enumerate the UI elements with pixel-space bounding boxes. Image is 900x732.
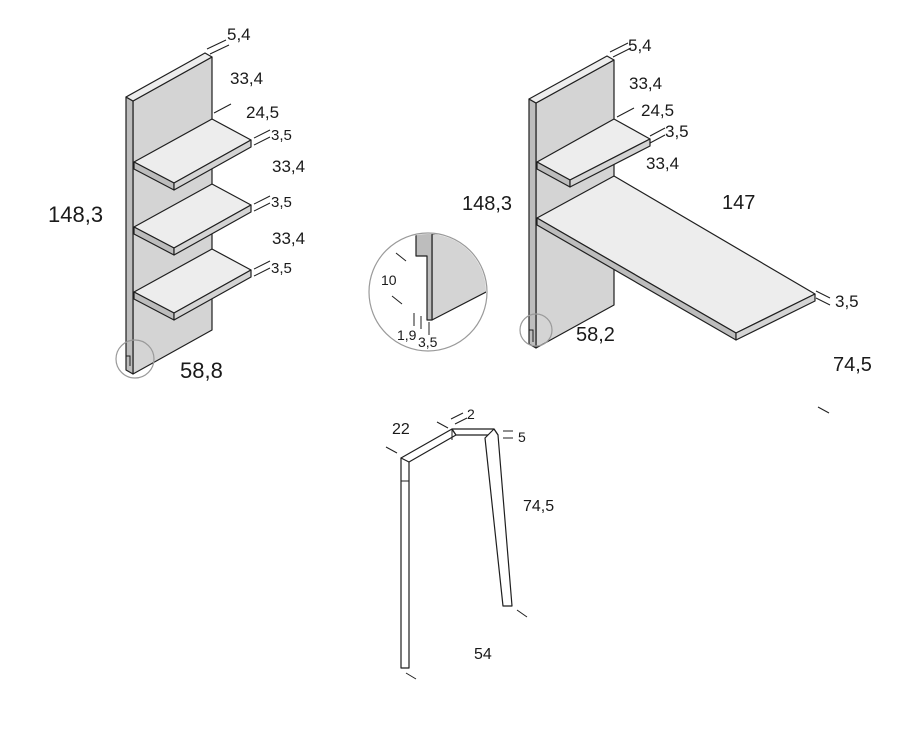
desk-label-height: 148,3 (462, 193, 512, 215)
detail-circle (368, 232, 488, 352)
detail-tick-top (395, 252, 407, 262)
tick-top-depth-a (206, 39, 227, 50)
desk-tick-floor (817, 406, 830, 414)
desk-label-shelf-depth: 24,5 (641, 101, 674, 120)
label-shelf-depth: 24,5 (246, 103, 279, 122)
leg-label-depth: 22 (392, 421, 410, 438)
desk-label-width: 58,2 (576, 324, 615, 346)
label-spacing-1: 33,4 (272, 157, 305, 176)
shelf-2-side (173, 204, 252, 256)
desk-label-top-spacing: 33,4 (629, 74, 662, 93)
shelf-unit-side-edge (125, 96, 134, 375)
detail-marker-circle (115, 339, 155, 379)
leg-right-post (484, 428, 513, 607)
desk-label-desk-height: 74,5 (833, 354, 872, 376)
label-shelf2-thickness: 3,5 (271, 194, 292, 211)
label-shelf3-thickness: 3,5 (271, 260, 292, 277)
desk-tick-shelf-b (649, 134, 666, 144)
leg-left-post (400, 457, 410, 669)
label-width: 58,8 (180, 358, 223, 383)
desk-detail-marker-circle (519, 313, 553, 347)
desk-label-shelf-thickness: 3,5 (665, 122, 689, 141)
label-height: 148,3 (48, 202, 103, 227)
shelf-3-side (173, 269, 252, 321)
detail-tick-bottom (391, 295, 403, 305)
desk-unit-notch (528, 316, 534, 342)
tick-shelf2-a (253, 195, 271, 205)
desk-unit-top-edge (528, 55, 615, 104)
desk-top-side (735, 293, 816, 341)
label-top-depth: 5,4 (227, 25, 251, 44)
detail-label-offset: 1,9 (397, 327, 417, 343)
label-spacing-2: 33,4 (272, 229, 305, 248)
tick-shelf1-a (253, 129, 271, 139)
leg-label-width: 54 (474, 646, 492, 663)
desk-tick-shelf-a (649, 127, 666, 137)
desk-tick-desk-b (815, 297, 831, 306)
detail-label-height: 10 (381, 272, 397, 288)
shelf-unit-top-edge (125, 52, 213, 102)
detail-label-thickness: 3,5 (418, 334, 438, 350)
tick-shelf2-b (253, 202, 271, 212)
leg-tick-depth (385, 446, 398, 454)
leg-label-thickness: 2 (467, 406, 475, 422)
leg-tick-thickness-b (450, 412, 464, 420)
desk-tick-desk-a (815, 290, 831, 299)
desk-unit-drawing: 5,4 33,4 24,5 3,5 33,4 148,3 147 3,5 58,… (462, 36, 872, 414)
shelf-1-side (173, 139, 252, 191)
leg-tick-thickness-c (454, 417, 468, 425)
desk-label-top-depth: 5,4 (628, 36, 652, 55)
label-top-spacing: 33,4 (230, 69, 263, 88)
desk-label-length: 147 (722, 192, 755, 214)
shelf-unit-drawing: 5,4 33,4 24,5 3,5 33,4 3,5 33,4 3,5 148,… (48, 25, 305, 383)
detail-drawing: 10 1,9 3,5 (368, 232, 488, 352)
tick-shelf3-b (253, 267, 271, 277)
shelf-unit-notch (125, 340, 131, 366)
desk-tick-shelf-depth (616, 107, 635, 118)
detail-panel-edge (415, 234, 433, 321)
desk-label-desk-thickness: 3,5 (835, 292, 859, 311)
desk-tick-top-depth-a (609, 42, 629, 53)
tick-shelf1-b (253, 136, 271, 146)
leg-tick-right-bottom (516, 609, 528, 618)
desk-label-spacing: 33,4 (646, 154, 679, 173)
tick-top-depth-b (209, 44, 230, 55)
desk-shelf-side (569, 138, 651, 188)
detail-panel-face (431, 234, 486, 321)
leg-label-top: 5 (518, 429, 526, 445)
leg-tick-left-bottom (405, 672, 417, 680)
label-shelf1-thickness: 3,5 (271, 127, 292, 144)
tick-shelf-depth (213, 103, 232, 114)
leg-tick-thickness-a (436, 421, 449, 429)
leg-frame-drawing: 22 2 5 74,5 54 (385, 406, 554, 680)
tick-shelf3-a (253, 260, 271, 270)
desk-unit-side-edge (528, 98, 537, 349)
leg-label-height: 74,5 (523, 498, 554, 515)
desk-tick-top-depth-b (612, 47, 632, 58)
